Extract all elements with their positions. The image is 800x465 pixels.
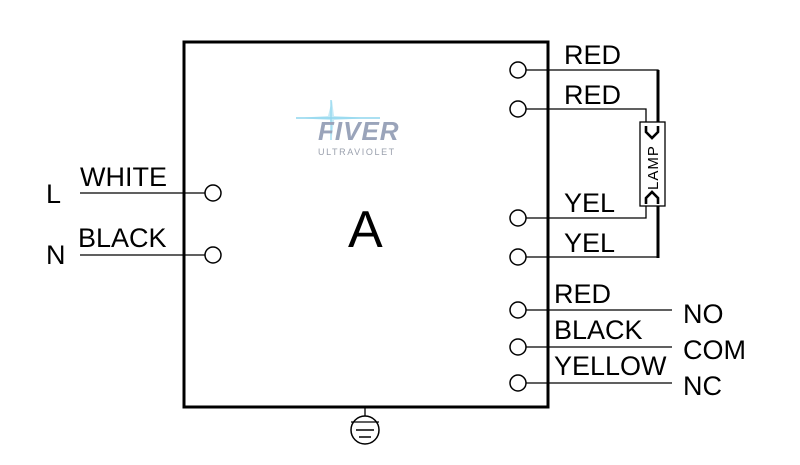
lamp-wiring: RED RED YEL YEL: [509, 40, 660, 266]
terminal-label-l: L: [46, 179, 61, 209]
terminal-label-n: N: [46, 240, 66, 270]
wire-label-relay-black: BLACK: [554, 315, 643, 345]
contact-label-com: COM: [683, 335, 746, 365]
lamp-label: LAMP: [645, 145, 662, 190]
star-icon: [296, 100, 380, 140]
ballast-box: [182, 40, 550, 409]
terminal-red-1: [509, 61, 527, 79]
ground-icon: [350, 407, 380, 445]
lamp-pin-bottom: [644, 190, 660, 204]
logo-tagline-text: ULTRAVIOLET: [318, 147, 396, 157]
wire-label-yel-2: YEL: [564, 228, 615, 258]
terminal-yel-2: [509, 248, 527, 266]
lamp-symbol: LAMP: [639, 121, 666, 207]
terminal-relay-red: [509, 301, 527, 319]
lamp-pin-top: [644, 126, 660, 140]
wire-label-yel-1: YEL: [564, 188, 615, 218]
terminal-relay-black: [509, 338, 527, 356]
contact-label-nc: NC: [683, 371, 722, 401]
input-line-l: L WHITE: [46, 162, 222, 209]
wire-label-red-2: RED: [564, 80, 621, 110]
terminal-white: [204, 184, 222, 202]
wire-label-relay-red: RED: [554, 279, 611, 309]
relay-wiring: RED NO BLACK COM YELLOW NC: [509, 279, 746, 401]
terminal-red-2: [509, 100, 527, 118]
input-line-n: N BLACK: [46, 223, 222, 270]
terminal-black: [204, 246, 222, 264]
logo-brand-text: FIVER: [318, 116, 400, 146]
terminal-yel-1: [509, 209, 527, 227]
wire-label-white: WHITE: [80, 162, 167, 192]
wire-label-black: BLACK: [78, 223, 167, 253]
contact-label-no: NO: [683, 299, 724, 329]
wire-label-red-1: RED: [564, 40, 621, 70]
brand-logo: FIVER ULTRAVIOLET: [296, 100, 400, 157]
wire-label-relay-yellow: YELLOW: [554, 351, 667, 381]
ballast-model-letter: A: [348, 201, 383, 259]
terminal-relay-yellow: [509, 374, 527, 392]
wire-red-2: [526, 108, 647, 130]
